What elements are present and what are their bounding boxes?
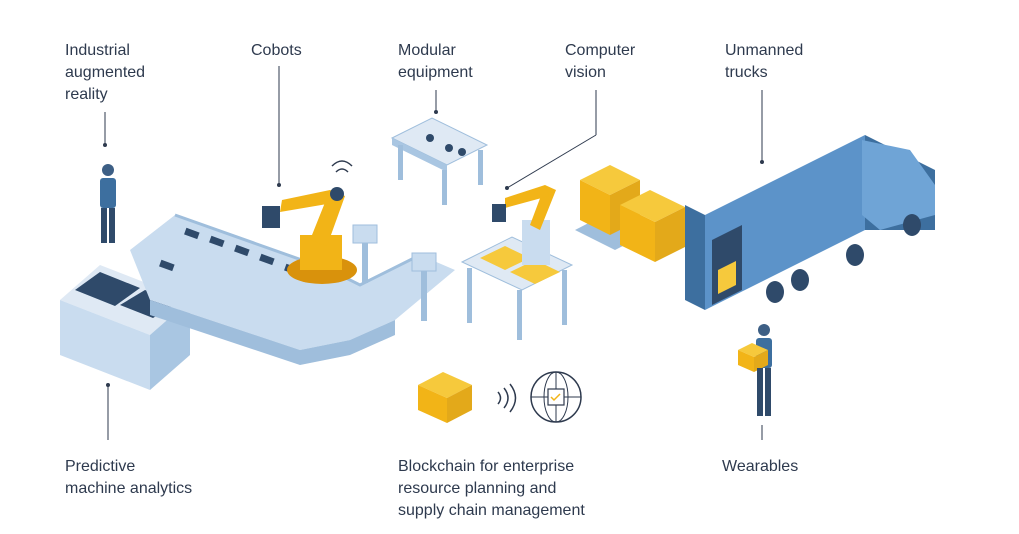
cobot-robot-arm bbox=[262, 187, 357, 284]
label-computer-vision: Computer vision bbox=[565, 42, 636, 81]
label-blockchain: Blockchain for enterprise resource plann… bbox=[398, 458, 585, 519]
sensor-stands bbox=[352, 224, 437, 321]
label-wearables: Wearables bbox=[722, 458, 799, 475]
label-modular-equipment: Modular equipment bbox=[398, 42, 473, 81]
worker-carrying-box bbox=[738, 324, 772, 416]
pallet-boxes bbox=[575, 165, 685, 262]
label-industrial-ar: Industrial augmented reality bbox=[65, 42, 146, 103]
computer-vision-station bbox=[460, 185, 574, 340]
label-unmanned-trucks: Unmanned trucks bbox=[725, 42, 804, 81]
worker-with-ar-headset bbox=[100, 164, 116, 243]
leader-lines bbox=[104, 66, 763, 440]
box-icon bbox=[418, 372, 472, 423]
unmanned-truck bbox=[685, 135, 935, 310]
signal-waves-icon bbox=[497, 383, 517, 413]
label-predictive-analytics: Predictive machine analytics bbox=[65, 458, 193, 497]
modular-workbench bbox=[390, 117, 489, 205]
label-cobots: Cobots bbox=[251, 42, 302, 59]
leader-line-vision-d bbox=[506, 134, 597, 189]
globe-icon bbox=[530, 371, 582, 423]
wifi-signal-icon bbox=[331, 160, 353, 173]
